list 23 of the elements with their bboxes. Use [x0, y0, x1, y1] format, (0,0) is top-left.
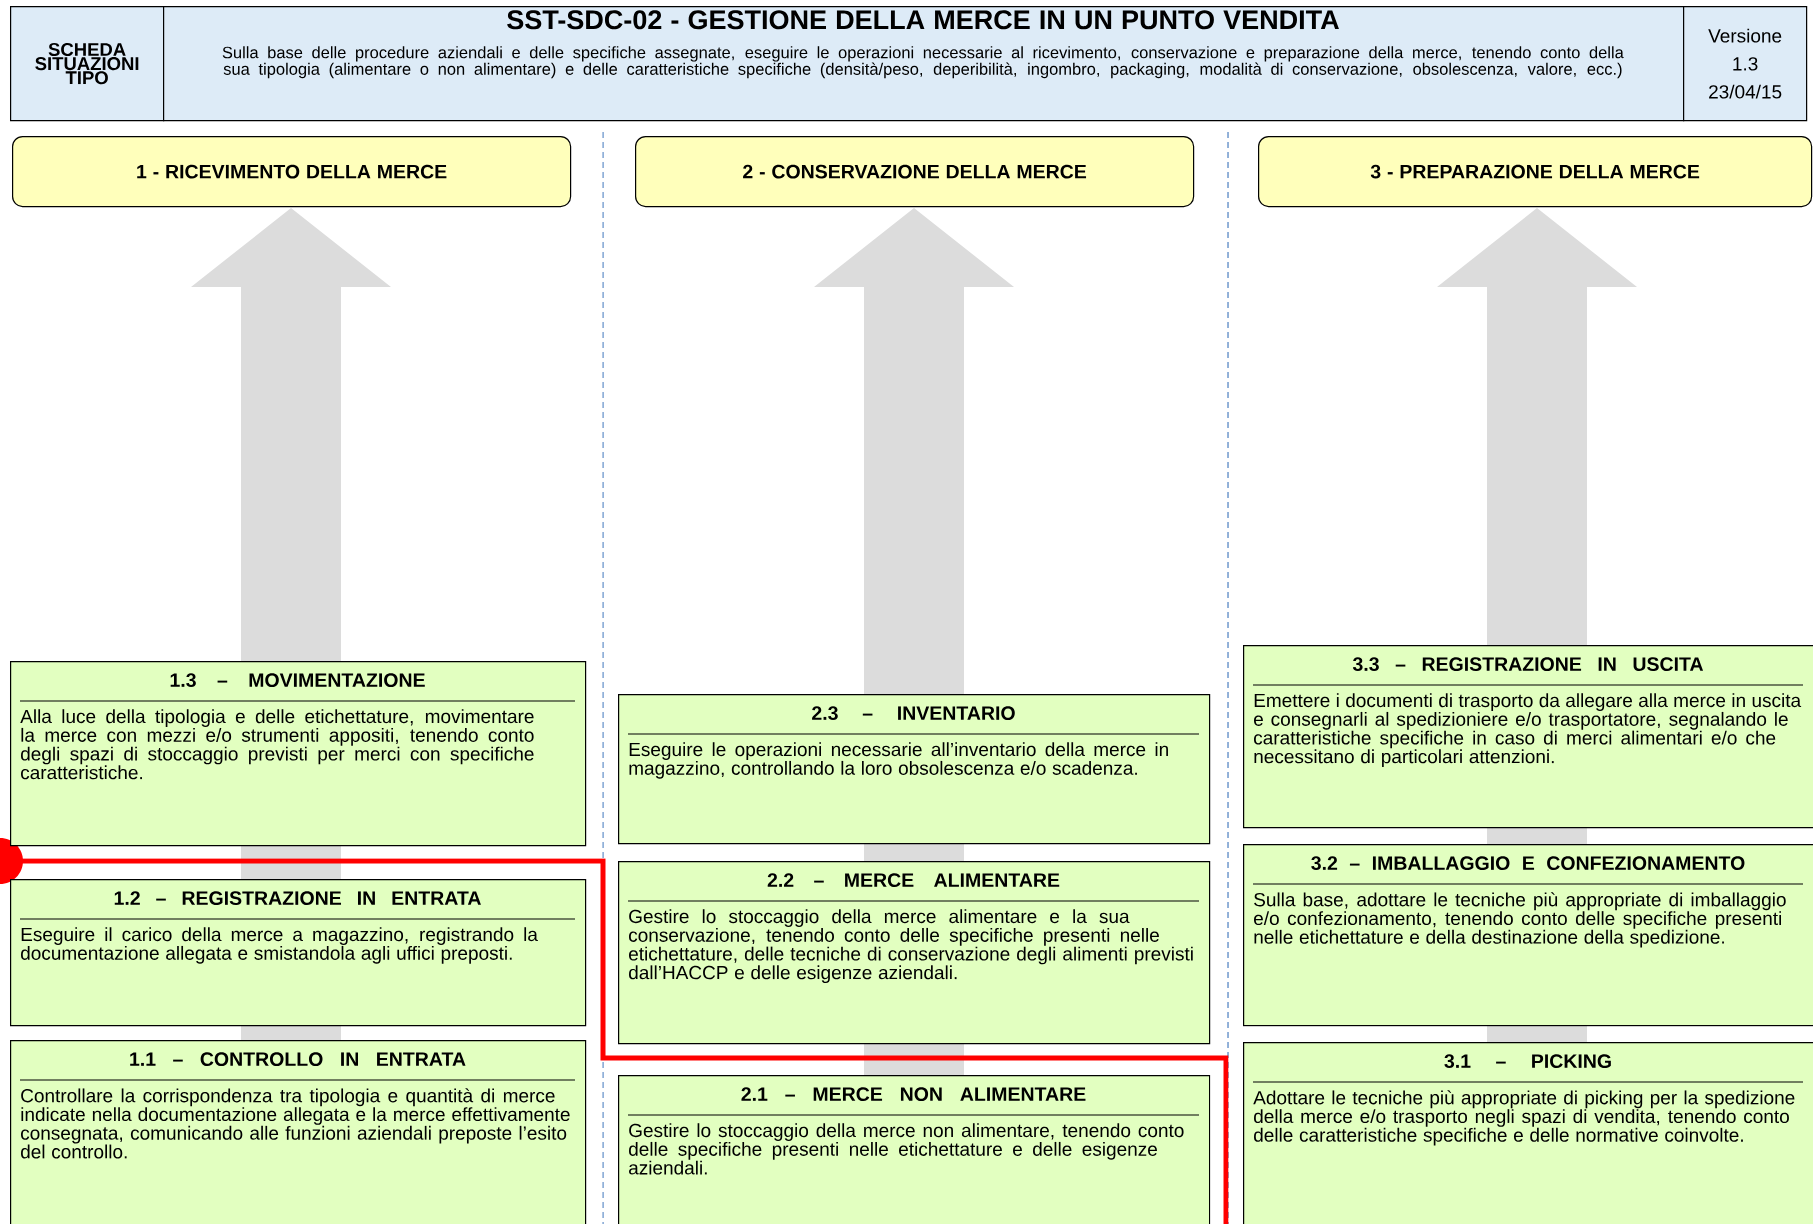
card-text: Eseguire il carico della merce a magazzino, registrando la documentazione allegata e smistandola agli uffici preposti.	[21, 927, 538, 964]
card-text: Alla luce della tipologia e delle etichettature, movimentare la merce con mezzi e/o strumenti appositi, tenendo conto degli spazi di stoccaggio previsti per merci con specifiche caratteristiche.	[20, 709, 534, 780]
card-text: Gestire lo stoccaggio della merce non alimentare, tenendo conto delle specifiche presenti nelle etichettature e delle esigenze aziendali.	[629, 1123, 1184, 1175]
card-heading: 1.3 – MOVIMENTAZIONE	[170, 673, 425, 688]
card-heading: 3.3 – REGISTRAZIONE IN USCITA	[1352, 657, 1704, 672]
card-text: Gestire lo stoccaggio della merce alimentare e la sua conservazione, tenendo conto delle specifiche presenti nelle etichettature, delle tecniche di conservazione degli alimenti previsti dall’HACCP e delle esigenze aziendali.	[629, 909, 1193, 984]
card-text: Emettere i documenti di trasporto da allegare alla merce in uscita e consegnarli al spedizioniere e/o trasportatore, segnalando le caratteristiche specifiche in caso di merci alimentari e/o che necessitano di particolari attenzioni.	[1254, 693, 1802, 768]
card-heading: 1.1 – CONTROLLO IN ENTRATA	[130, 1052, 466, 1066]
card-text: Eseguire le operazioni necessarie all’inventario della merce in magazzino, controllando la loro obsolescenza e/o scadenza.	[629, 742, 1168, 779]
label-box: SCHEDA SITUAZIONI TIPO	[10, 6, 165, 122]
column-header: 3 - PREPARAZIONE DELLA MERCE	[1258, 136, 1813, 208]
card-heading: 2.2 – MERCE ALIMENTARE	[767, 873, 1060, 887]
column-header: 1 - RICEVIMENTO DELLA MERCE	[12, 136, 572, 208]
card-text: Sulla base, adottare le tecniche più appropriate di imballaggio e/o confezionamento, tenendo conto delle specifiche presenti nelle etichettature e della destinazione della spedizione.	[1254, 892, 1786, 948]
card-heading: 1.2 – REGISTRAZIONE IN ENTRATA	[114, 891, 481, 905]
card-heading: 2.3 – INVENTARIO	[812, 706, 1015, 721]
version-box: Versione 1.3 23/04/15	[1683, 6, 1808, 122]
card-heading: 2.1 – MERCE NON ALIMENTARE	[741, 1087, 1086, 1101]
column-header: 2 - CONSERVAZIONE DELLA MERCE	[635, 136, 1195, 208]
card-heading: 3.2 – IMBALLAGGIO E CONFEZIONAMENTO	[1311, 856, 1745, 871]
card-heading: 3.1 – PICKING	[1444, 1054, 1611, 1069]
card-text: Adottare le tecniche più appropriate di picking per la spedizione della merce e/o trasporto negli spazi di vendita, tenendo conto delle caratteristiche specifiche e delle normative coinvolte.	[1253, 1090, 1795, 1146]
card-text: Controllare la corrispondenza tra tipologia e quantità di merce indicate nella documentazione allegata e la merce effettivamente consegnata, comunicando alle funzioni aziendali preposte l’esito del controllo.	[21, 1088, 570, 1159]
